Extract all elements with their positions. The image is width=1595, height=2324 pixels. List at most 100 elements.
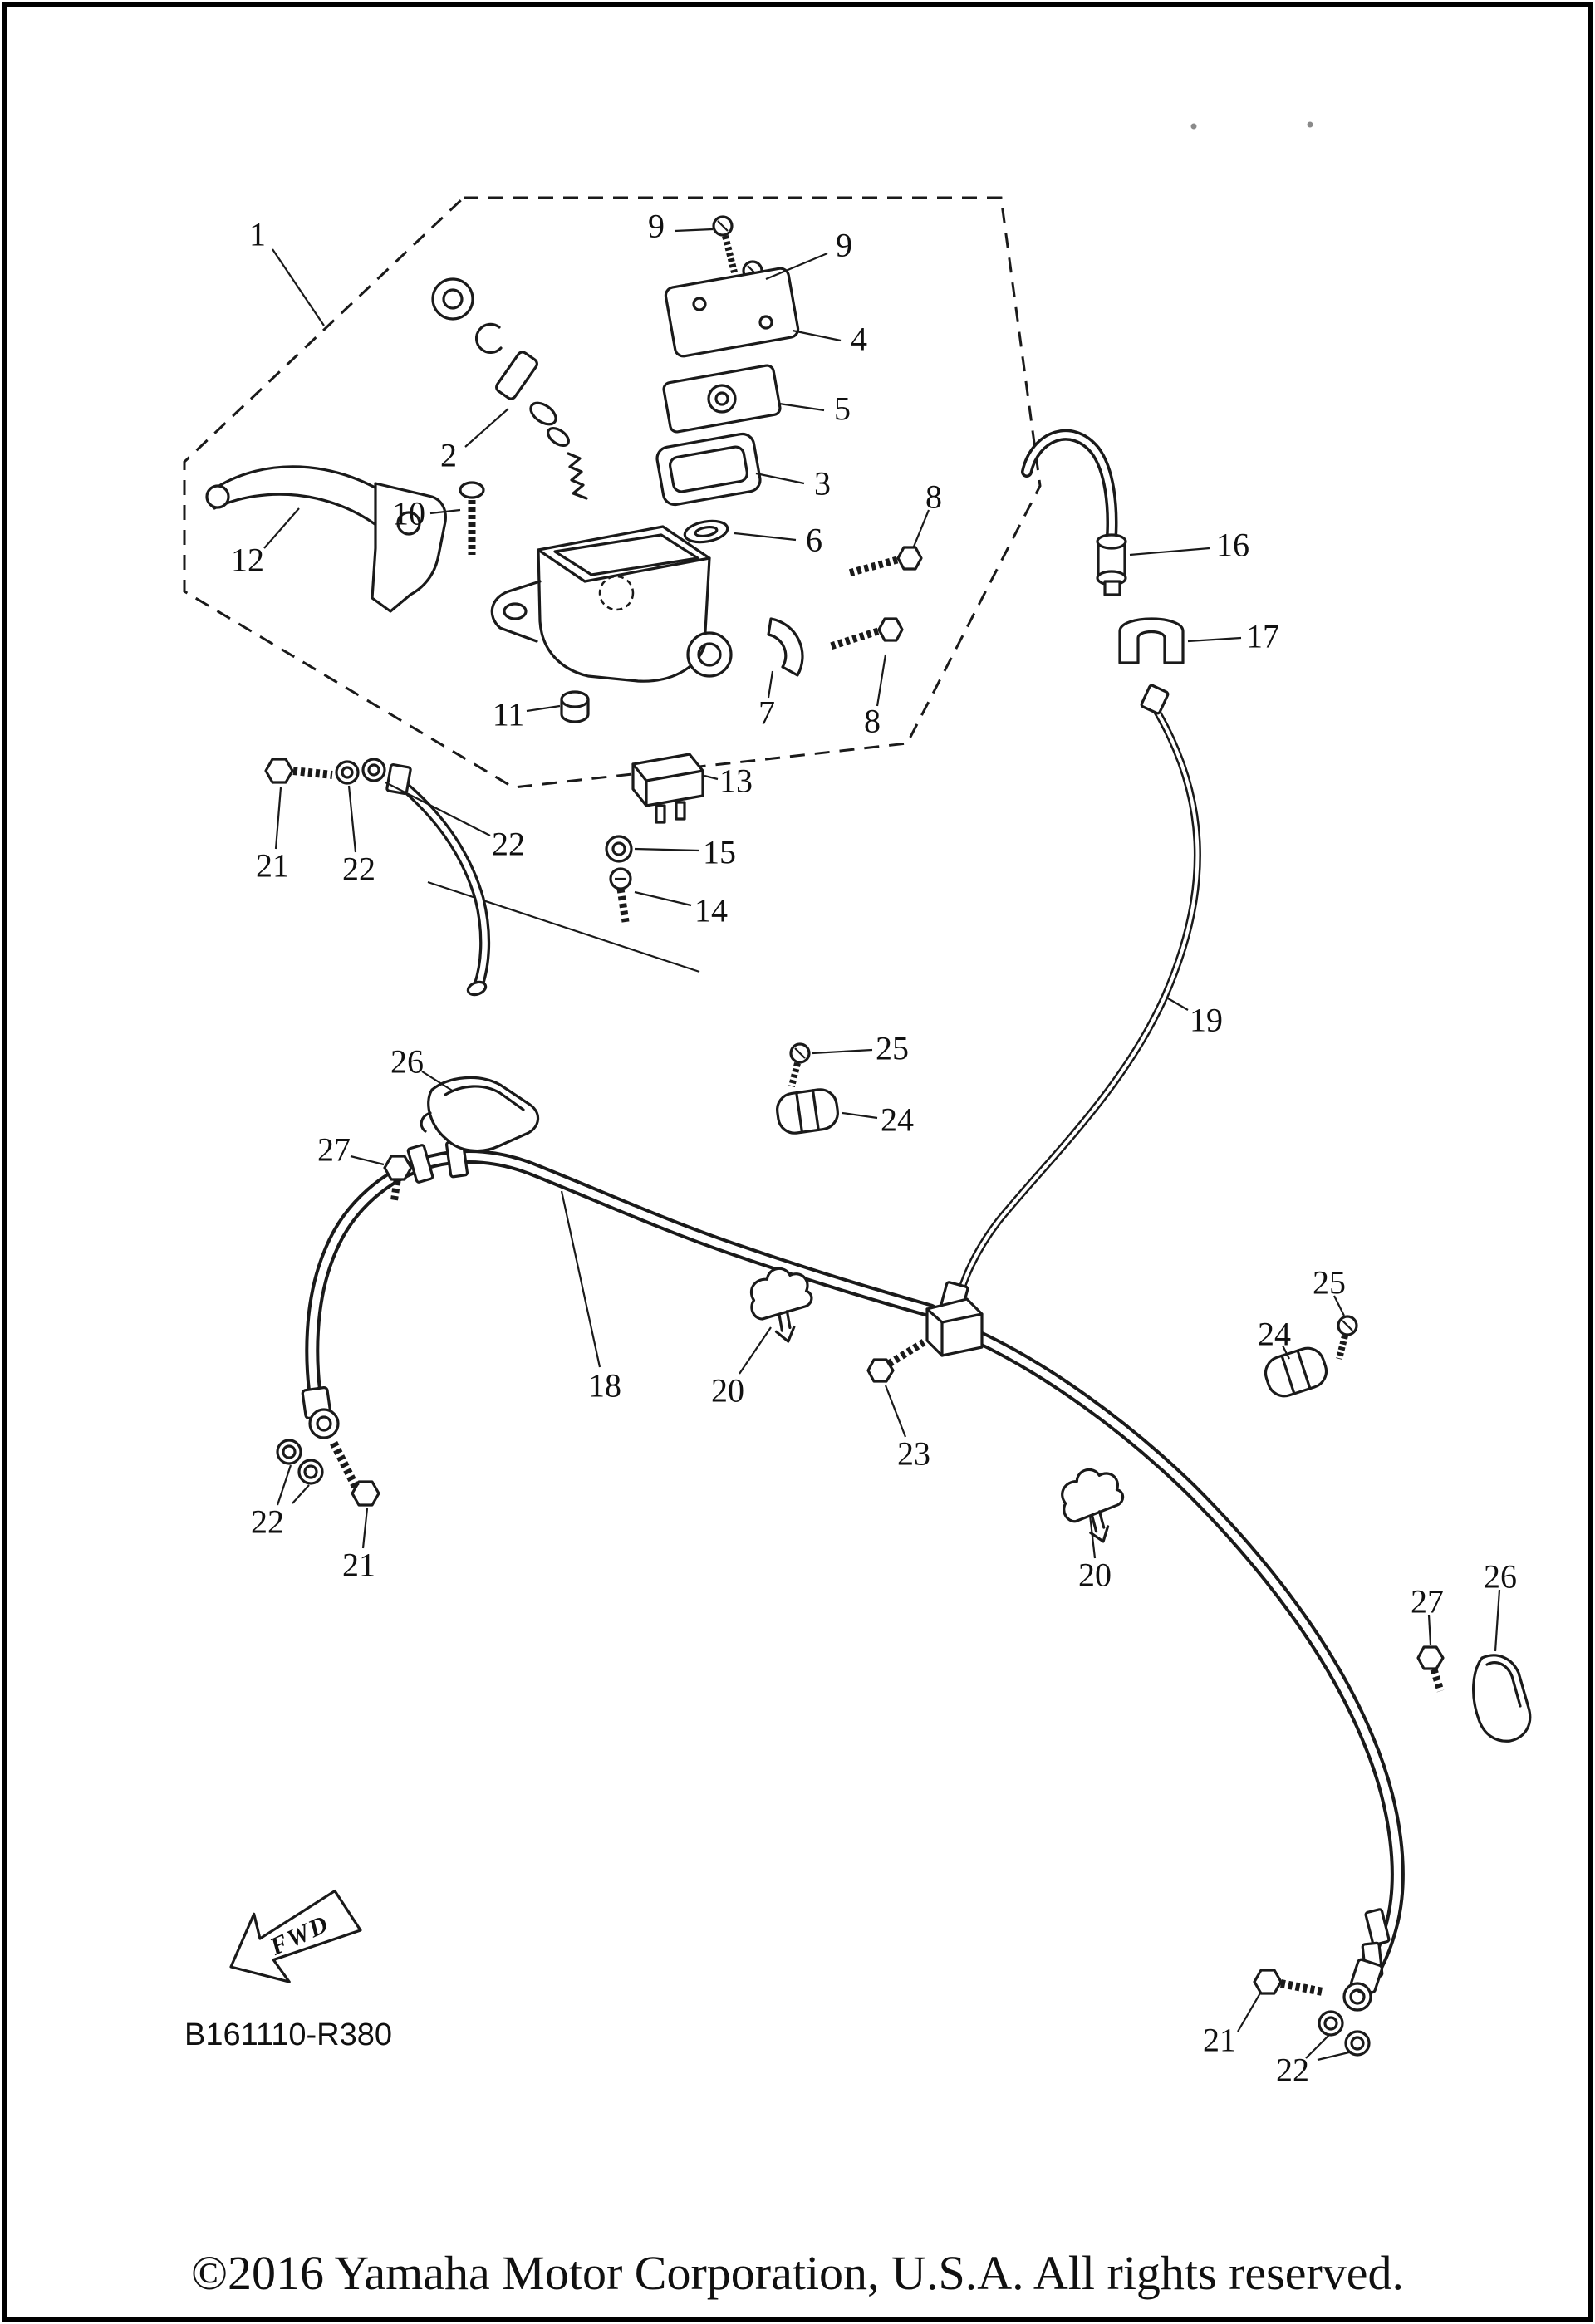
callout-11: 11 [493, 696, 525, 733]
leader-line-11 [526, 704, 561, 713]
leader-line-22 [1305, 2034, 1330, 2059]
reservoir-rim-inner [553, 533, 699, 576]
brake-lever-blade-12 [209, 465, 392, 530]
callout-25: 25 [876, 1030, 909, 1067]
screw-25-shaft [1336, 1335, 1348, 1360]
clamp-stem [774, 1310, 796, 1343]
callout-2: 2 [440, 437, 457, 474]
cap-screw-hole [692, 297, 707, 311]
clamp-bracket-7 [767, 617, 804, 677]
hose-end-cap [466, 980, 488, 997]
leader-line-27 [350, 1155, 385, 1166]
grommet-body [775, 1088, 840, 1135]
mount-arm-hole [503, 602, 528, 620]
leader-line-22 [1317, 2050, 1353, 2062]
hose-cover-26-hook [420, 1111, 432, 1133]
float-6-inner [694, 525, 719, 538]
screw-9a-shaft [722, 235, 738, 273]
switch-prong [675, 801, 686, 821]
leader-line-4 [792, 329, 842, 342]
leader-line-22 [347, 785, 357, 853]
leader-line-8 [912, 509, 930, 547]
bolt-23-head [866, 1358, 895, 1383]
banjo-bolt-21-head [351, 1480, 380, 1507]
cap-screw-hole [758, 315, 773, 330]
bolt-27-head [383, 1155, 413, 1181]
clamp-body [749, 1267, 813, 1321]
switch-prong [655, 804, 666, 824]
diaphragm-3-inner [669, 445, 748, 493]
clamp-body [1061, 1468, 1125, 1523]
callout-24: 24 [1258, 1316, 1291, 1353]
hose-cover-26 [1472, 1654, 1532, 1743]
callout-20: 20 [711, 1372, 744, 1410]
callout-15: 15 [703, 834, 736, 871]
callout-6: 6 [806, 522, 822, 559]
screw-25-slot [794, 1047, 806, 1059]
leader-line-19 [1167, 998, 1189, 1011]
leader-line-23 [884, 1385, 907, 1438]
banjo-bolt-21-head [1253, 1969, 1283, 1995]
hose-clamp-20 [1061, 1468, 1125, 1543]
lever-ball-end [205, 484, 230, 509]
plate-center-ring [707, 384, 737, 414]
callout-21: 21 [256, 847, 289, 885]
grommet-groove [1280, 1354, 1296, 1395]
leader-line-17 [1187, 636, 1242, 643]
leader-line-26 [421, 1071, 454, 1092]
leader-line-21 [1237, 1991, 1262, 2032]
leader-line-27 [1427, 1614, 1432, 1645]
callout-9: 9 [836, 227, 852, 264]
callout-8: 8 [864, 703, 881, 740]
callout-26: 26 [390, 1043, 424, 1081]
bolt-8b-shaft [829, 627, 880, 650]
callout-21: 21 [1203, 2022, 1236, 2059]
grommet-groove [795, 1091, 804, 1134]
banjo-bolt-21-shaft [1280, 1979, 1323, 1996]
leader-line-7 [767, 670, 774, 699]
brake-hose-18-left-core [308, 1153, 935, 1415]
part-code: B161110-R380 [184, 2018, 392, 2052]
diaphragm-plate-5 [662, 364, 782, 434]
leader-line-9 [674, 228, 714, 233]
leader-line-21 [274, 787, 282, 850]
brake-switch-13 [631, 753, 704, 807]
grommet-groove [1296, 1349, 1312, 1390]
pipe-end-fitting [1140, 684, 1170, 715]
diaphragm-3 [655, 432, 762, 507]
callout-1: 1 [249, 216, 266, 253]
bolt-27-shaft [390, 1180, 401, 1204]
hose-clamp-20 [749, 1267, 813, 1343]
brake-hose-18-right-outline [971, 1330, 1405, 1994]
washer-22 [297, 1459, 324, 1485]
upper-left-hose-core [402, 784, 488, 988]
bolt-23-shaft [886, 1339, 926, 1367]
banjo-eye-left [308, 1408, 340, 1439]
leader-line-10 [429, 508, 461, 515]
piston-spring-2 [567, 452, 588, 500]
hose-grommet-24 [775, 1088, 840, 1135]
callout-3: 3 [814, 465, 831, 503]
hose-junction-detail [925, 1307, 984, 1357]
bolt-8a-shaft [847, 556, 899, 577]
registration-dot [1190, 123, 1197, 130]
bolt-8b-head [877, 617, 904, 642]
leader-line-24 [842, 1111, 878, 1120]
reservoir-cap-4 [664, 267, 800, 358]
lever-pivot-hole [396, 511, 421, 536]
callout-19: 19 [1190, 1002, 1223, 1039]
screw-10-head [459, 481, 485, 499]
exploded-view-boundary [183, 196, 1042, 789]
mount-arm [490, 580, 542, 643]
callout-22: 22 [251, 1503, 284, 1541]
callout-12: 12 [231, 542, 264, 579]
screw-25-slot [1342, 1320, 1353, 1331]
callout-4: 4 [851, 321, 867, 358]
callout-8: 8 [925, 478, 942, 516]
callout-26: 26 [1484, 1558, 1517, 1596]
brake-pipe-19-core [954, 706, 1200, 1319]
screw-25-shaft [788, 1062, 801, 1087]
callout-5: 5 [834, 390, 851, 428]
